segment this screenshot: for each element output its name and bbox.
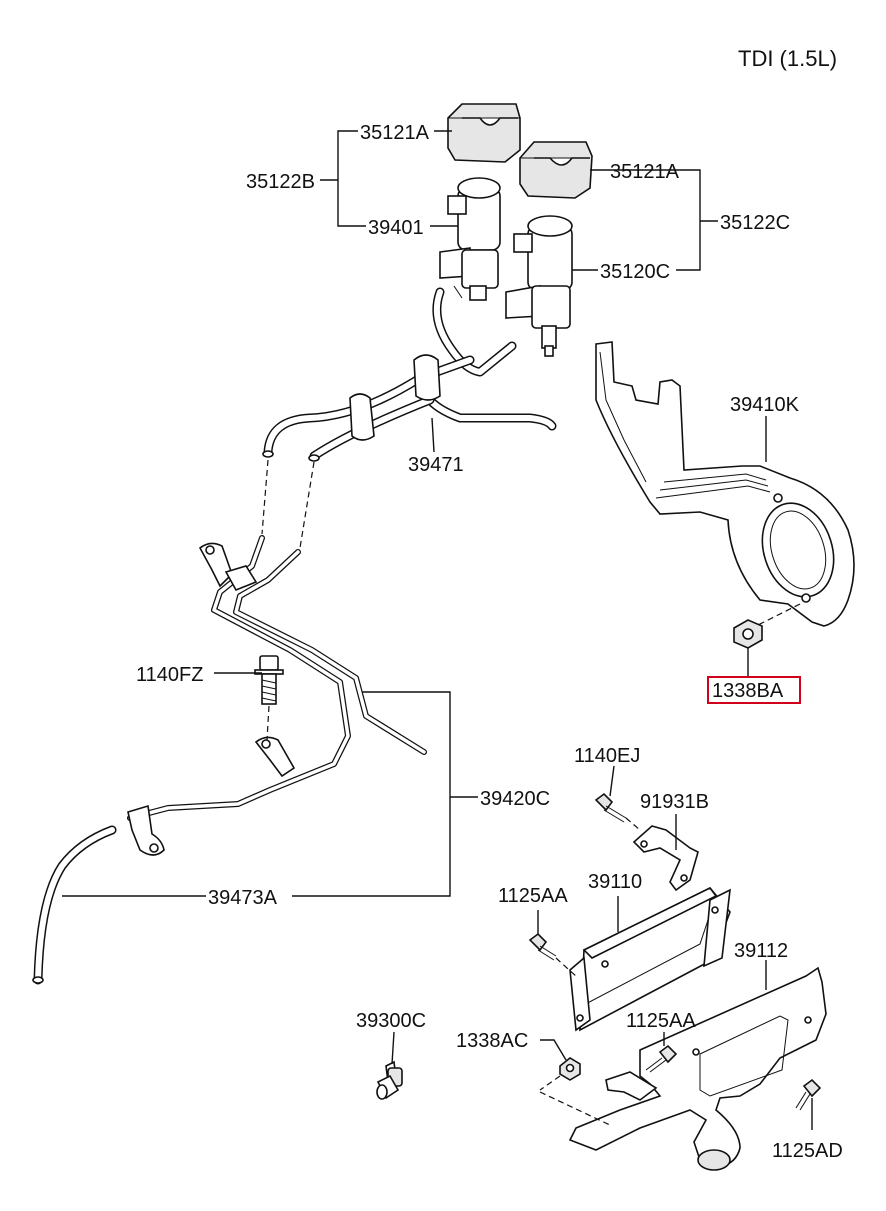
label-91931b: 91931B <box>640 791 709 813</box>
bolt-1140ej-icon <box>594 792 627 823</box>
label-39112: 39112 <box>734 940 788 962</box>
nut-connection-line <box>539 1091 613 1127</box>
bracket-39112-icon <box>568 966 827 1171</box>
label-1140fz: 1140FZ <box>136 664 203 686</box>
bolt-1125aa-left-icon <box>528 932 557 961</box>
nut-1338ac-icon <box>559 1057 581 1081</box>
hose-connection-line <box>261 459 269 535</box>
label-1338ba[interactable]: 1338BA <box>712 680 784 702</box>
solenoid-valve-right-icon <box>505 215 573 357</box>
rubber-mount-right-icon <box>519 141 593 199</box>
label-39420c: 39420C <box>480 788 550 810</box>
nut-1338ba-icon <box>733 619 763 649</box>
label-39401: 39401 <box>368 217 424 239</box>
bolt-1125ad-icon <box>795 1078 822 1111</box>
label-35120c: 35120C <box>600 261 670 283</box>
bracket-91931b-icon <box>632 825 699 892</box>
diagram-title: TDI (1.5L) <box>738 46 837 71</box>
label-1125aa-left: 1125AA <box>498 885 568 907</box>
label-35122c: 35122C <box>720 212 790 234</box>
label-39300c: 39300C <box>356 1010 426 1032</box>
label-39473a: 39473A <box>208 887 278 909</box>
label-39110: 39110 <box>588 871 642 893</box>
vacuum-hose-39473a-icon <box>32 825 117 985</box>
sensor-39300c-icon <box>376 1060 403 1100</box>
label-1125ad: 1125AD <box>772 1140 843 1162</box>
label-35121a-top: 35121A <box>360 122 430 144</box>
nut-connection-line <box>755 603 801 627</box>
label-1338ac: 1338AC <box>456 1030 528 1052</box>
label-35122b: 35122B <box>246 171 315 193</box>
bracket-39410k-icon <box>595 341 855 627</box>
leader-lines <box>62 130 813 1130</box>
label-1140ej: 1140EJ <box>574 745 640 767</box>
vacuum-pipe-39420c-icon <box>127 535 427 856</box>
vacuum-hose-39471-icon <box>262 287 557 462</box>
bolt-connection-line <box>555 957 579 979</box>
bolt-connection-line <box>625 817 641 831</box>
label-35121a-right: 35121A <box>610 161 680 183</box>
highlight-box <box>707 676 801 704</box>
bolt-connection-line <box>266 705 270 741</box>
hose-connection-line <box>299 461 315 549</box>
label-1125aa-right: 1125AA <box>626 1010 696 1032</box>
ecu-module-39110-icon <box>569 886 731 1032</box>
solenoid-valve-left-icon <box>439 177 501 301</box>
rubber-mount-top-icon <box>447 103 521 163</box>
label-39471: 39471 <box>408 454 464 476</box>
bolt-1125aa-right-icon <box>645 1044 678 1073</box>
label-39410k: 39410K <box>730 394 800 416</box>
nut-connection-line <box>539 1075 561 1091</box>
bolt-1140fz-icon <box>254 655 284 705</box>
